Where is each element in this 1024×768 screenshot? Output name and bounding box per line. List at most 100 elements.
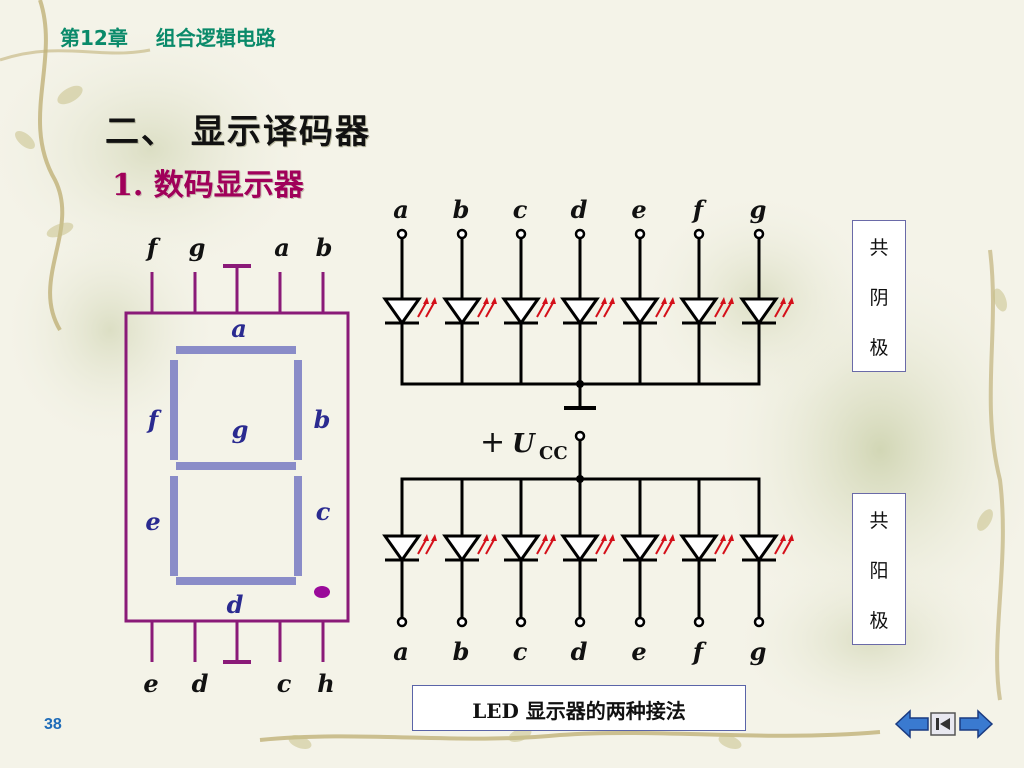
cathode-diode-e <box>621 297 659 325</box>
segment-e <box>170 476 178 576</box>
cathode-diode-g <box>740 297 778 325</box>
cathode-terminal-d <box>574 228 586 240</box>
cathode-led-g: g <box>740 195 795 384</box>
pin-label-d: d <box>192 669 209 698</box>
anode-output-label-d: d <box>571 637 588 666</box>
anode-output-label-f: f <box>691 637 707 666</box>
anode-label-char-1: 共 <box>869 510 889 532</box>
anode-terminal-c <box>515 616 527 628</box>
cathode-input-label-f: f <box>691 195 707 224</box>
anode-output-label-b: b <box>453 637 470 666</box>
cathode-light-arrows-a <box>417 296 438 318</box>
page-number: 38 <box>44 716 62 733</box>
segment-label-b: b <box>314 405 331 434</box>
anode-diode-b <box>443 534 481 562</box>
cathode-terminal-b <box>456 228 468 240</box>
chapter-header: 第12章 组合逻辑电路 <box>60 22 276 51</box>
figure-caption: LED 显示器的两种接法 <box>412 685 746 731</box>
anode-label-char-2: 阳 <box>869 560 889 582</box>
slide-title: 二、 显示译码器 <box>105 112 371 152</box>
anode-terminal-e <box>634 616 646 628</box>
anode-light-arrows-e <box>655 533 676 555</box>
pin-label-h: h <box>317 669 334 698</box>
cathode-light-arrows-g <box>774 296 795 318</box>
anode-led-g: g <box>740 479 795 666</box>
anode-light-arrows-b <box>477 533 498 555</box>
cathode-input-label-c: c <box>513 195 528 224</box>
caption-text: LED 显示器的两种接法 <box>472 699 686 723</box>
cathode-light-arrows-d <box>595 296 616 318</box>
anode-diode-f <box>680 534 718 562</box>
seven-segment-display: f g a b e d c h a f g b e c d <box>124 233 350 698</box>
segment-label-c: c <box>316 497 331 526</box>
supply-terminal <box>574 430 586 442</box>
cathode-label-char-2: 阴 <box>869 287 889 309</box>
pin-label-a: a <box>274 233 290 262</box>
slide-subtitle: 1. 数码显示器 <box>112 168 304 203</box>
decimal-point <box>314 586 330 598</box>
pin-label-e: e <box>143 669 158 698</box>
slide-navigation <box>894 709 994 739</box>
cathode-light-arrows-e <box>655 296 676 318</box>
cathode-terminal-e <box>634 228 646 240</box>
supply-plus-sign: + <box>480 425 505 460</box>
cathode-led-a: a <box>383 195 438 384</box>
cathode-label-char-1: 共 <box>869 237 889 259</box>
pin-label-b: b <box>316 233 333 262</box>
cathode-led-b: b <box>443 195 498 384</box>
back-arrow-icon[interactable] <box>894 709 929 739</box>
anode-light-arrows-f <box>714 533 735 555</box>
segment-label-d: d <box>227 590 244 619</box>
cathode-light-arrows-b <box>477 296 498 318</box>
segment-label-g: g <box>232 415 249 444</box>
anode-terminal-d <box>574 616 586 628</box>
segment-label-f: f <box>146 405 162 434</box>
cathode-input-label-g: g <box>750 195 767 224</box>
anode-output-label-c: c <box>513 637 528 666</box>
first-page-icon[interactable] <box>930 712 956 736</box>
segment-f <box>170 360 178 460</box>
cathode-input-label-b: b <box>453 195 470 224</box>
cathode-terminal-a <box>396 228 408 240</box>
anode-light-arrows-c <box>536 533 557 555</box>
cathode-label-char-3: 极 <box>869 337 889 359</box>
anode-output-label-e: e <box>631 637 646 666</box>
anode-led-d: d <box>561 479 616 666</box>
segment-a <box>176 346 296 354</box>
cathode-led-e: e <box>621 195 676 384</box>
supply-subscript: CC <box>539 443 568 464</box>
anode-led-a: a <box>383 479 438 666</box>
anode-light-arrows-g <box>774 533 795 555</box>
anode-diode-c <box>502 534 540 562</box>
cathode-light-arrows-c <box>536 296 557 318</box>
cathode-diode-a <box>383 297 421 325</box>
anode-terminal-b <box>456 616 468 628</box>
cathode-terminal-f <box>693 228 705 240</box>
pin-label-f: f <box>145 233 161 262</box>
cathode-input-label-d: d <box>571 195 588 224</box>
cathode-diode-f <box>680 297 718 325</box>
cathode-terminal-g <box>753 228 765 240</box>
forward-arrow-icon[interactable] <box>959 709 994 739</box>
anode-light-arrows-d <box>595 533 616 555</box>
cathode-terminal-c <box>515 228 527 240</box>
anode-diode-e <box>621 534 659 562</box>
cathode-light-arrows-f <box>714 296 735 318</box>
cathode-diode-b <box>443 297 481 325</box>
segment-b <box>294 360 302 460</box>
common-cathode-label: 共 阴 极 <box>852 220 906 372</box>
anode-diode-a <box>383 534 421 562</box>
segment-label-e: e <box>145 507 160 536</box>
chapter-number: 第12章 <box>60 26 128 50</box>
cathode-input-label-e: e <box>631 195 646 224</box>
anode-led-f: f <box>680 479 735 666</box>
pin-label-g: g <box>189 233 206 262</box>
anode-led-b: b <box>443 479 498 666</box>
anode-label-char-3: 极 <box>869 610 889 632</box>
segment-d <box>176 577 296 585</box>
common-anode-label: 共 阳 极 <box>852 493 906 645</box>
anode-led-c: c <box>502 479 557 666</box>
